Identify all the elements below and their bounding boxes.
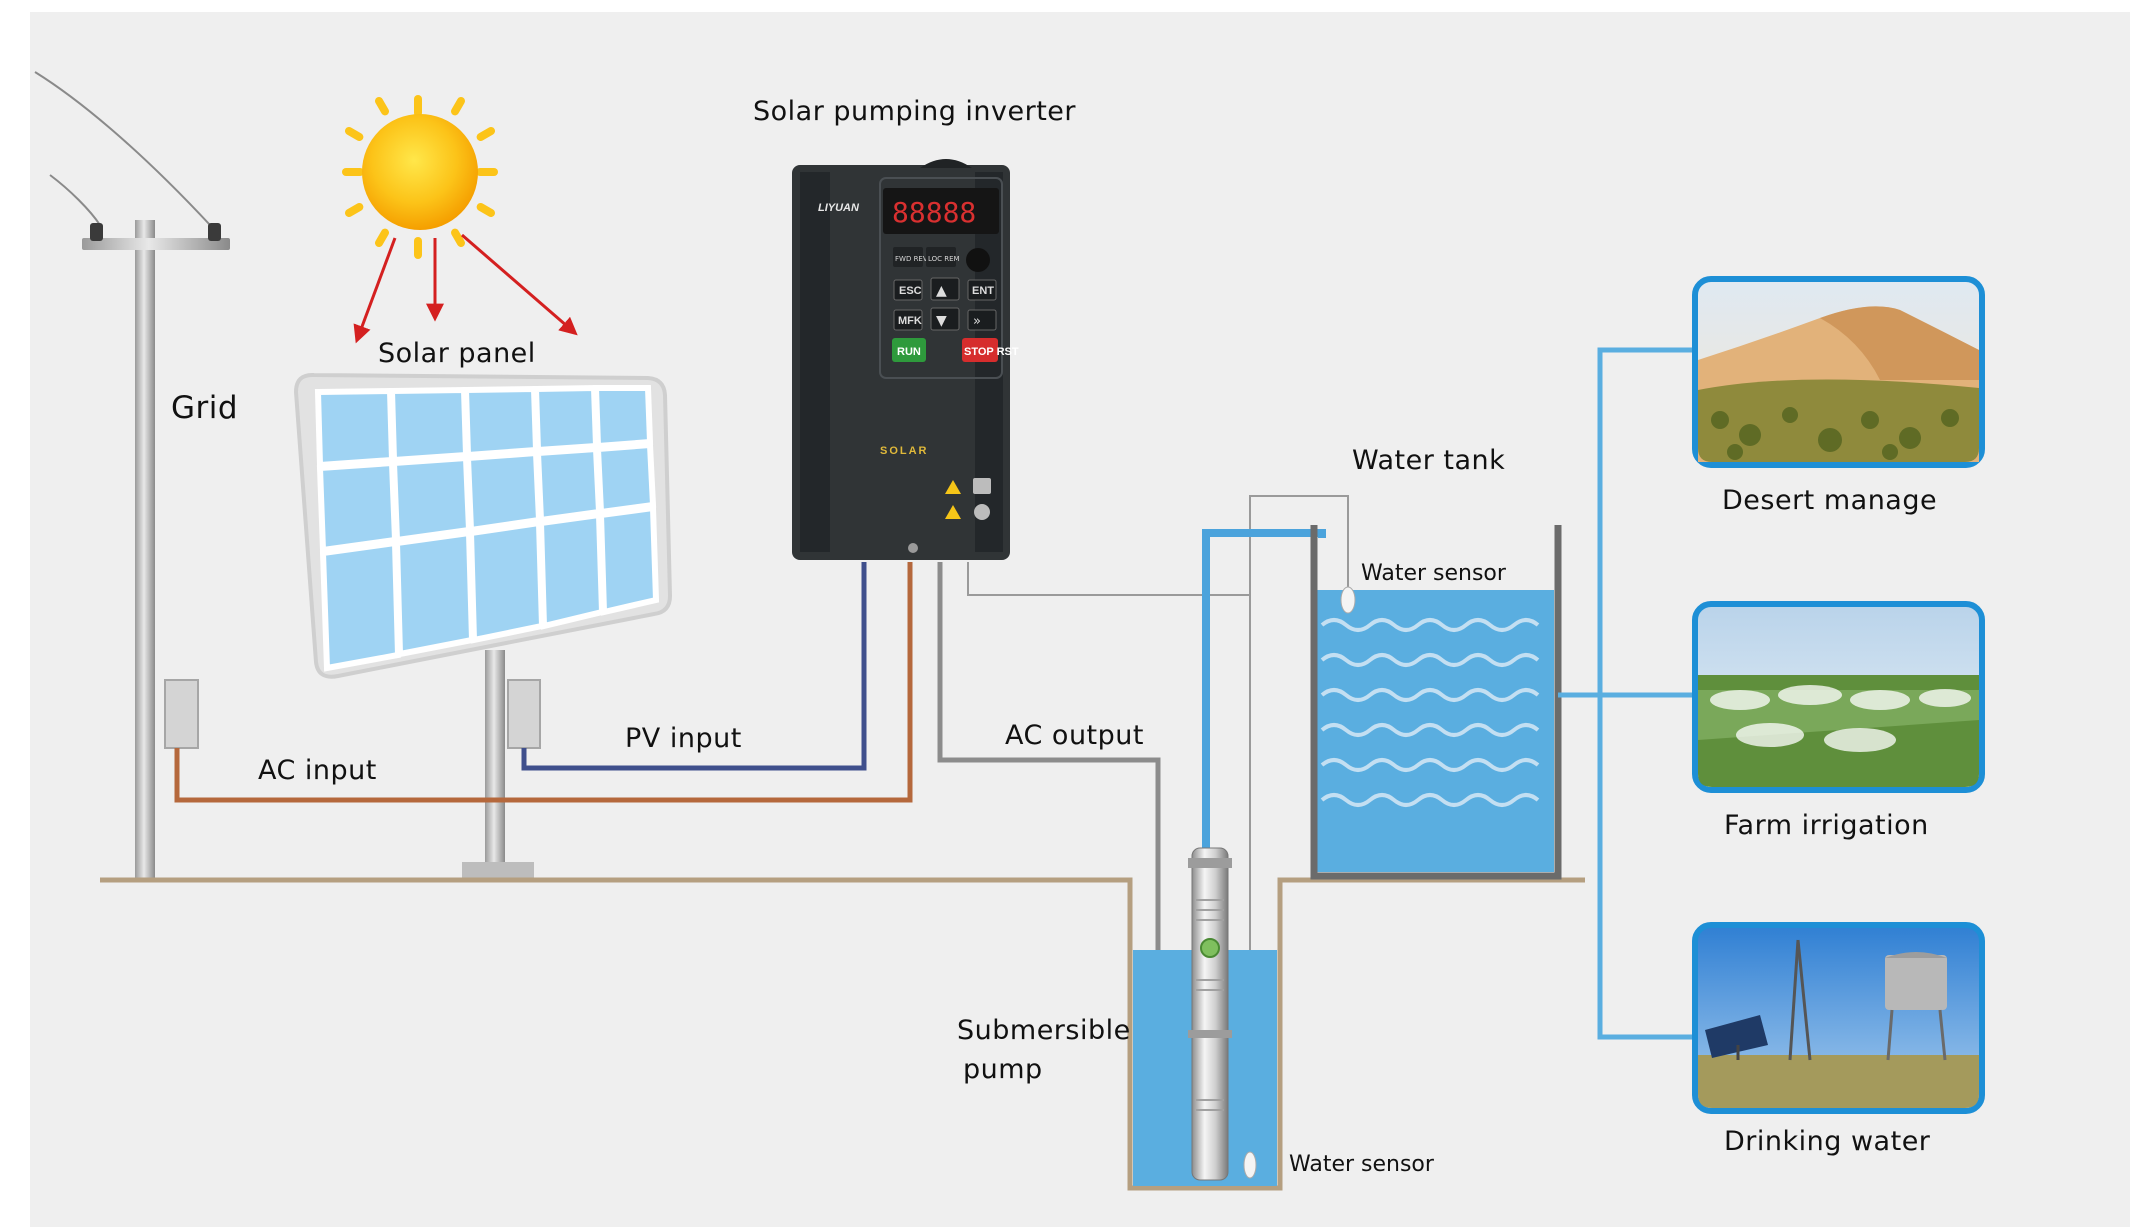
ac-input-cable — [174, 562, 913, 803]
inverter-icon: 88888 LIYUAN FWD REV LOC REM ESC ▲ ENT M… — [792, 159, 1019, 560]
ent-key[interactable] — [967, 279, 997, 301]
pv-input-label: PV input — [625, 723, 742, 754]
up-key[interactable] — [930, 277, 960, 301]
drinking-water-label: Drinking water — [1724, 1126, 1931, 1157]
inverter-display: 88888 — [892, 196, 976, 229]
solar-panel-label: Solar panel — [378, 338, 536, 369]
distribution-pipe — [1558, 347, 1695, 698]
water-tank-label: Water tank — [1352, 445, 1505, 476]
tank-water-sensor-label: Water sensor — [1361, 561, 1507, 586]
esc-key-label: ESC — [899, 285, 922, 297]
sensor-signal-line — [967, 562, 1251, 1175]
shift-key[interactable] — [967, 309, 997, 331]
up-arrow-icon: ▲ — [936, 283, 947, 299]
submersible-pump-label-line1: Submersible — [957, 1015, 1131, 1046]
tank-sensor-signal-line — [1249, 495, 1349, 595]
drinking-water-photo — [1692, 922, 1985, 1114]
sun-icon — [342, 95, 498, 259]
farm-photo — [1692, 601, 1985, 793]
shift-icon: » — [973, 314, 981, 329]
water-pipe — [1202, 529, 1326, 855]
well-water-sensor — [1243, 1151, 1257, 1179]
mfk-key-label: MFK — [898, 315, 922, 327]
inverter-label: Solar pumping inverter — [753, 96, 1076, 127]
fwd-rev-label: FWD REV — [895, 255, 928, 263]
submersible-pump-icon — [1188, 847, 1232, 1181]
solar-logo: SOLAR — [880, 445, 929, 457]
down-key[interactable] — [930, 307, 960, 331]
warning-icon — [945, 480, 961, 519]
stop-key-label: STOP RST — [964, 346, 1019, 358]
ac-output-label: AC output — [1005, 720, 1144, 751]
submersible-pump-label-line2: pump — [963, 1054, 1043, 1085]
mfk-key[interactable] — [893, 309, 923, 331]
tank-water-sensor — [1340, 586, 1356, 614]
run-key[interactable] — [892, 338, 926, 362]
inverter-dial[interactable] — [966, 248, 990, 272]
well-water-sensor-label: Water sensor — [1289, 1152, 1435, 1177]
ent-key-label: ENT — [972, 285, 994, 297]
down-arrow-icon: ▼ — [936, 313, 947, 329]
inverter-keypad: ESC ▲ ENT MFK ▼ » RUN STOP RST — [892, 277, 1019, 362]
ac-input-label: AC input — [258, 755, 377, 786]
run-key-label: RUN — [897, 346, 921, 358]
grid-label: Grid — [171, 390, 238, 426]
distribution-pipe-drink — [1597, 695, 1695, 1040]
water-tank-icon — [1310, 525, 1562, 880]
farm-irrigation-label: Farm irrigation — [1724, 810, 1929, 841]
sun-ray-arrows — [353, 233, 578, 344]
desert-manage-label: Desert manage — [1722, 485, 1937, 516]
pv-input-cable — [521, 562, 867, 771]
desert-photo — [1692, 276, 1985, 468]
inverter-brand: LIYUAN — [818, 202, 860, 214]
esc-key[interactable] — [893, 279, 923, 301]
solar-panel-icon — [293, 372, 673, 882]
utility-pole-icon — [34, 71, 230, 880]
stop-key[interactable] — [962, 338, 998, 362]
loc-rem-label: LOC REM — [928, 255, 960, 263]
